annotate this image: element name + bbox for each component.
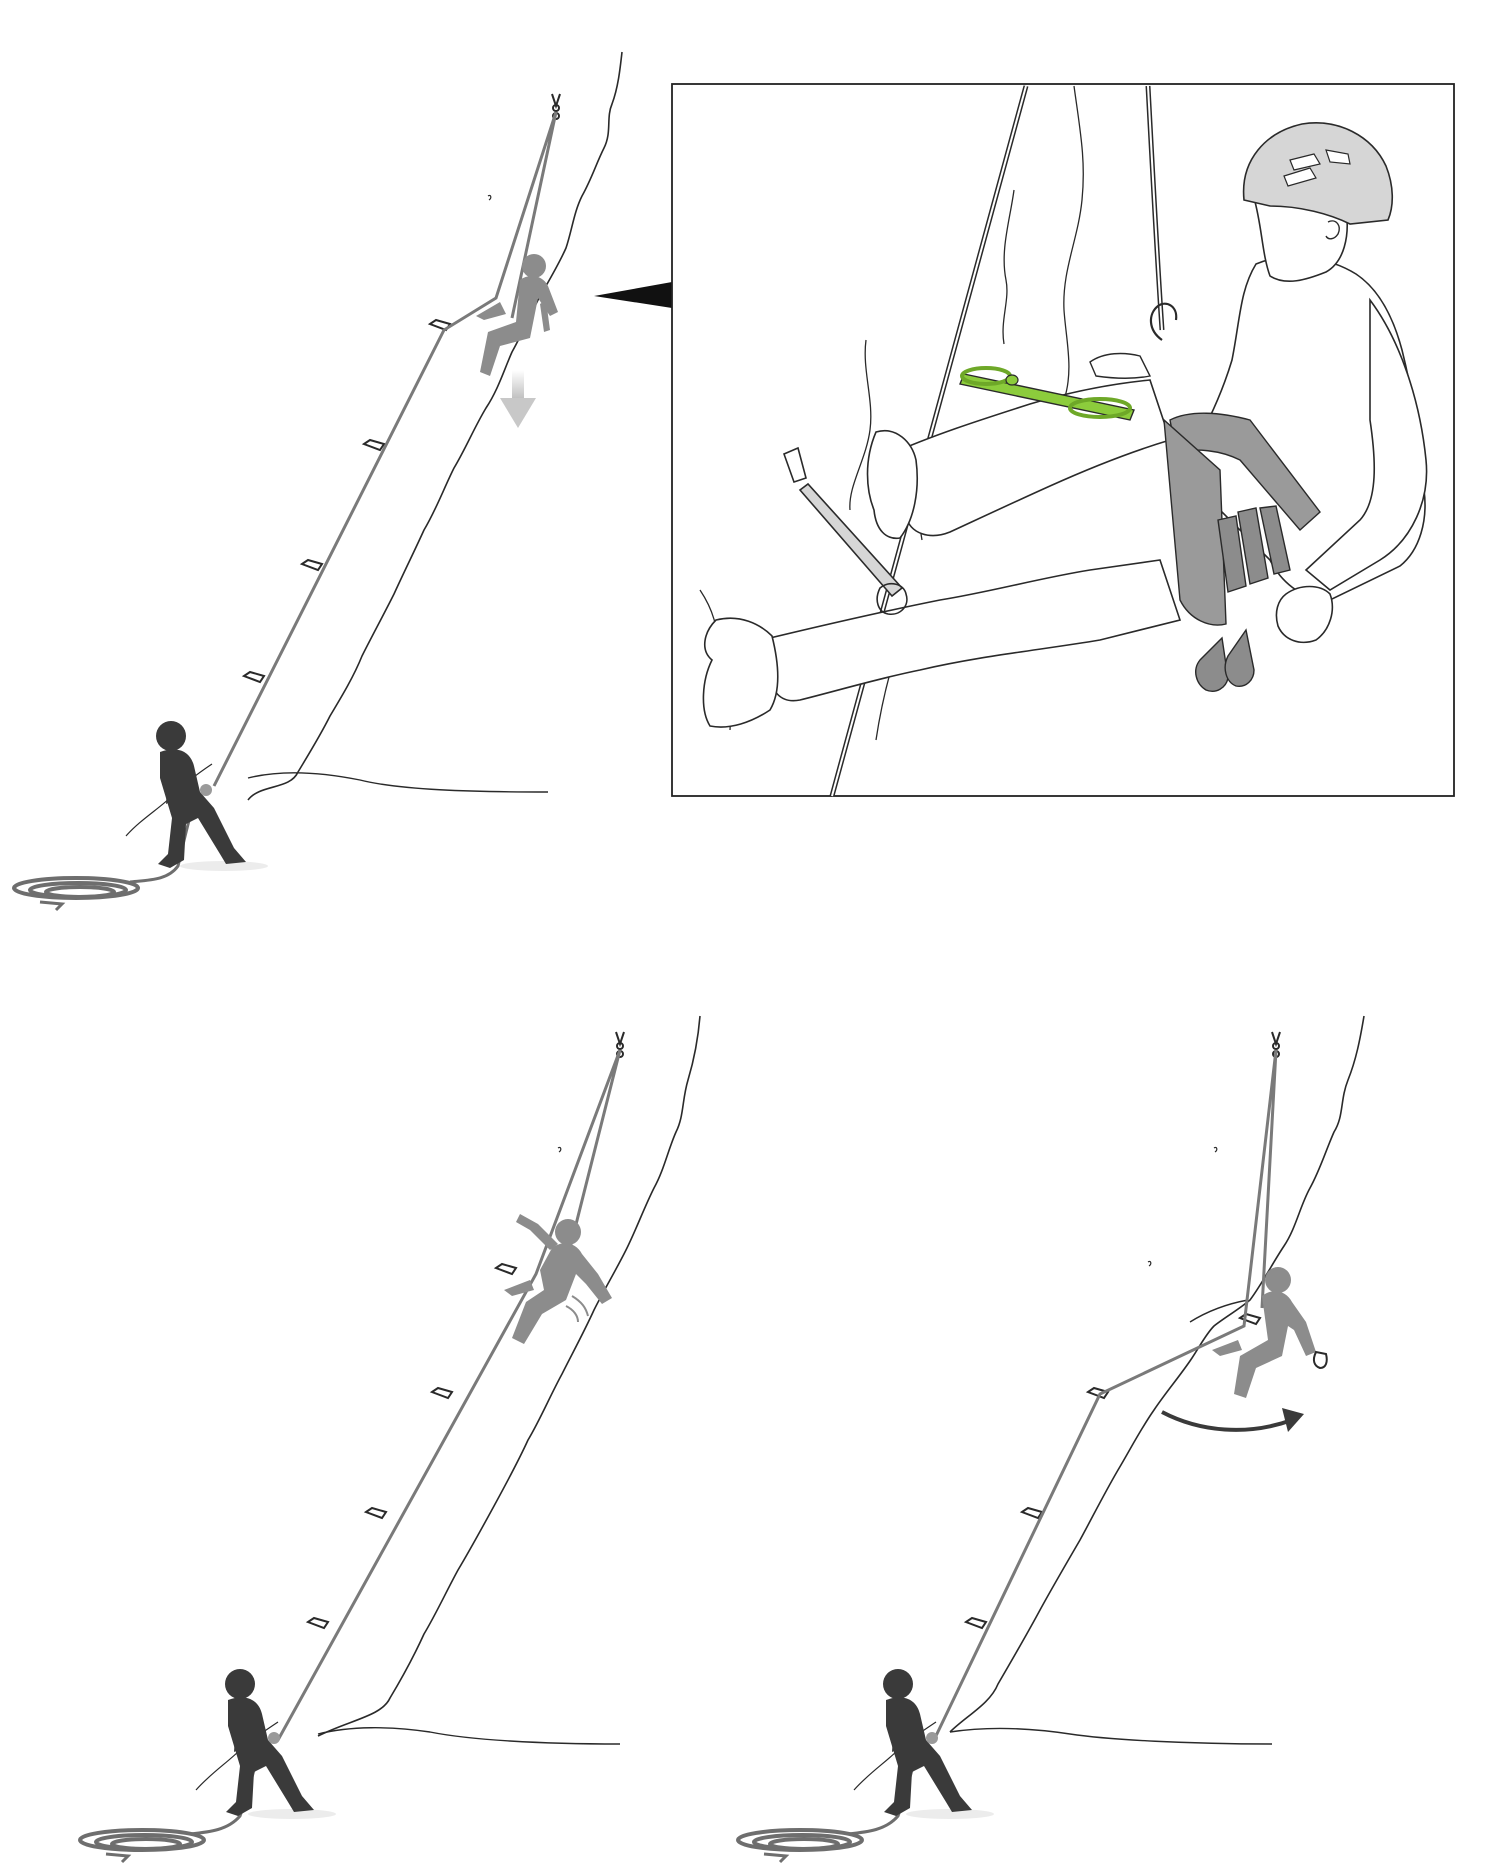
carabiner-rack-icon <box>1195 505 1291 692</box>
belayer-silhouette <box>156 721 268 871</box>
rope-pile-icon <box>78 1828 206 1864</box>
inset-pointer <box>594 282 672 308</box>
panel-pendulum-swing <box>736 1015 1365 1864</box>
rock-chip <box>1213 1146 1218 1153</box>
panel-lowering-from-anchor <box>12 51 623 912</box>
climbing-shoe <box>702 617 779 728</box>
panel-descending-past-quickdraw <box>78 1015 701 1864</box>
quickdraw-icon <box>363 1506 388 1520</box>
harness-icon <box>1163 412 1321 626</box>
climber-silhouette <box>476 254 558 376</box>
climber-silhouette <box>504 1214 612 1344</box>
rock-ledge <box>1189 1299 1249 1323</box>
swing-arrow-icon <box>1161 1408 1304 1432</box>
carabiner-icon <box>1312 1350 1328 1370</box>
helmet-vents <box>1283 149 1351 187</box>
belay-device-icon <box>926 1732 938 1744</box>
tether-sling-icon <box>959 366 1135 421</box>
motion-lines <box>565 1295 589 1323</box>
belay-device-icon <box>268 1732 280 1744</box>
rope-pile-icon <box>736 1828 864 1864</box>
climbing-rope <box>932 1049 1278 1741</box>
rock-chip <box>487 194 492 201</box>
climber-leg-lower <box>769 559 1182 702</box>
climbing-rope <box>212 111 558 787</box>
rock-wall-outline <box>317 1015 701 1737</box>
climbing-shoe <box>866 429 919 539</box>
belayer-silhouette <box>225 1669 336 1819</box>
quickdraw-icon <box>427 318 452 332</box>
rope-to-pile <box>129 809 194 884</box>
quickdraw-icon <box>361 438 386 452</box>
climber-hand <box>1275 585 1334 644</box>
ground-line <box>247 772 549 793</box>
quickdraw-icon <box>493 1262 518 1276</box>
climbing-rope <box>1147 85 1163 331</box>
rock-wall-outline <box>247 51 623 801</box>
belay-loop-carabiner-icon <box>1149 302 1178 341</box>
quickdraw-icon <box>1019 1506 1044 1520</box>
quickdraw-icon <box>429 1386 454 1400</box>
quickdraw-icon <box>963 1616 988 1630</box>
climber-face <box>1252 197 1348 283</box>
rock-chip <box>557 1146 562 1153</box>
inset-quickdraw-tether-detail <box>671 83 1455 797</box>
climber-arm <box>1304 297 1428 591</box>
ear <box>1325 220 1340 240</box>
down-arrow-icon <box>500 370 536 428</box>
quickdraw-icon <box>241 670 266 684</box>
quickdraw-icon <box>782 446 908 616</box>
climber-hand <box>1089 352 1152 379</box>
ground-line <box>949 1727 1273 1745</box>
quickdraw-icon <box>305 1616 330 1630</box>
quickdraw-icon <box>299 558 324 572</box>
rock-wall-outline <box>949 1015 1365 1733</box>
belayer-silhouette <box>883 1669 994 1819</box>
rock-chip <box>1147 1260 1152 1267</box>
belay-device-icon <box>200 784 212 796</box>
climber-silhouette <box>1212 1267 1316 1398</box>
rope-pile-icon <box>12 876 140 912</box>
ground-line <box>317 1727 621 1745</box>
helmet-icon <box>1242 122 1394 225</box>
